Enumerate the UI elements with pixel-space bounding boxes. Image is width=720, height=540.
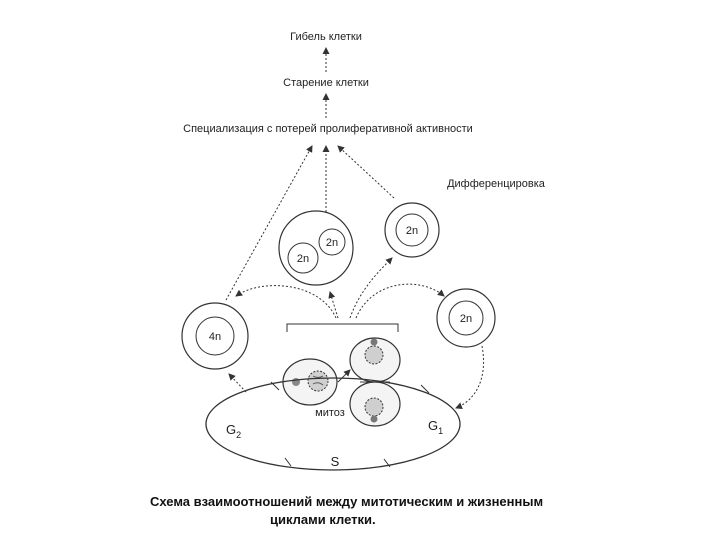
dividing-cell (349, 337, 401, 427)
phase-g2-letter: G (226, 422, 236, 437)
phase-g1-label: G1 (428, 418, 443, 436)
phase-g2-label: G2 (226, 422, 241, 440)
phase-g2-subscript: 2 (236, 430, 241, 440)
arrow-2n-top-to-spec (337, 145, 395, 199)
cell-aging-label: Старение клетки (283, 77, 369, 89)
phase-boundary-tick (270, 381, 280, 391)
top-2n-cell-label: 2n (406, 225, 418, 237)
4n-cell-label: 4n (209, 331, 221, 343)
4n-cell: 4n (181, 302, 249, 370)
binucleate-cell: 2n 2n (278, 210, 354, 286)
mitosis-label: митоз (315, 407, 345, 419)
arrow-bracket-to-top2n (349, 257, 393, 319)
arrow-prophase-to-division (337, 369, 351, 383)
binucleate-nucleus-b-label: 2n (297, 253, 309, 265)
phase-boundary-tick (383, 458, 391, 468)
phase-s-label: S (331, 454, 340, 469)
top-2n-cell: 2n (384, 202, 440, 258)
arrow-4n-to-spec (225, 145, 313, 301)
caption-line-1: Схема взаимоотношений между митотическим… (150, 494, 544, 509)
mitosis-bracket (286, 323, 399, 332)
arrow-bracket-to-4n (235, 285, 337, 319)
prophase-cell (282, 358, 338, 406)
arrow-ring-to-4n (228, 373, 247, 393)
phase-boundary-tick (420, 384, 430, 394)
cell-cycle-ring (205, 377, 461, 471)
differentiation-label: Дифференцировка (447, 178, 546, 190)
cell-death-label: Гибель клетки (290, 31, 362, 43)
phase-boundary-tick (284, 457, 292, 467)
arrow-bracket-to-binuc (328, 291, 339, 319)
caption-line-2: циклами клетки. (270, 512, 376, 527)
binucleate-nucleus-a-label: 2n (326, 237, 338, 249)
specialization-label: Специализация с потерей пролиферативной … (183, 123, 473, 135)
right-2n-cell-label: 2n (460, 313, 472, 325)
right-2n-cell: 2n (436, 288, 496, 348)
arrow-right2n-to-ring (455, 345, 484, 410)
phase-g1-subscript: 1 (438, 426, 443, 436)
arrow-bracket-to-right2n (355, 283, 445, 319)
phase-g1-letter: G (428, 418, 438, 433)
